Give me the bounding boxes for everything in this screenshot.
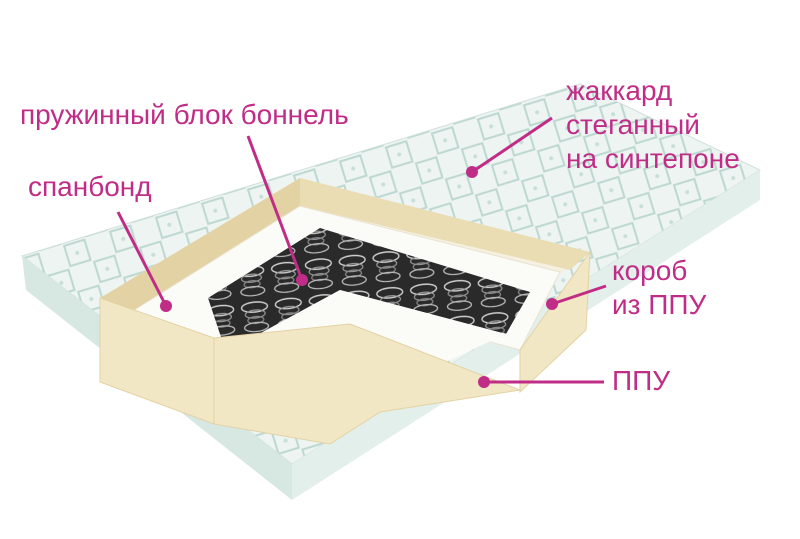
label-spring-block: пружинный блок боннель [20, 99, 349, 130]
label-jacquard-line-1: жаккард [566, 75, 673, 106]
ppu-box-right-corner [519, 250, 591, 394]
label-jacquard-line-2: стеганный [566, 109, 700, 140]
callouts [116, 116, 607, 388]
dot-ppu [478, 376, 490, 388]
leader-ppu-box [551, 284, 607, 306]
dot-jacquard [466, 166, 478, 178]
label-ppu-box-line-2: из ППУ [612, 289, 707, 320]
label-jacquard: жаккард стеганный на синтепоне [566, 74, 740, 176]
ppu-box-right-wall [300, 178, 590, 270]
leader-spring-block [246, 135, 304, 281]
ppu-layer [213, 323, 522, 445]
cutaway [99, 178, 591, 445]
spring-block [208, 228, 530, 352]
dot-ppu-box [546, 298, 558, 310]
label-jacquard-line-3: на синтепоне [566, 143, 740, 174]
dot-spunbond [160, 300, 172, 312]
dot-spring-block [296, 274, 308, 286]
leader-jacquard [471, 116, 553, 174]
label-spunbond: спанбонд [28, 171, 152, 202]
ppu-box-back-wall [100, 178, 300, 314]
label-ppu: ППУ [612, 365, 671, 396]
label-ppu-box-line-1: короб [612, 255, 688, 286]
label-ppu-box: короб из ППУ [612, 254, 706, 322]
leader-spunbond [116, 211, 168, 307]
